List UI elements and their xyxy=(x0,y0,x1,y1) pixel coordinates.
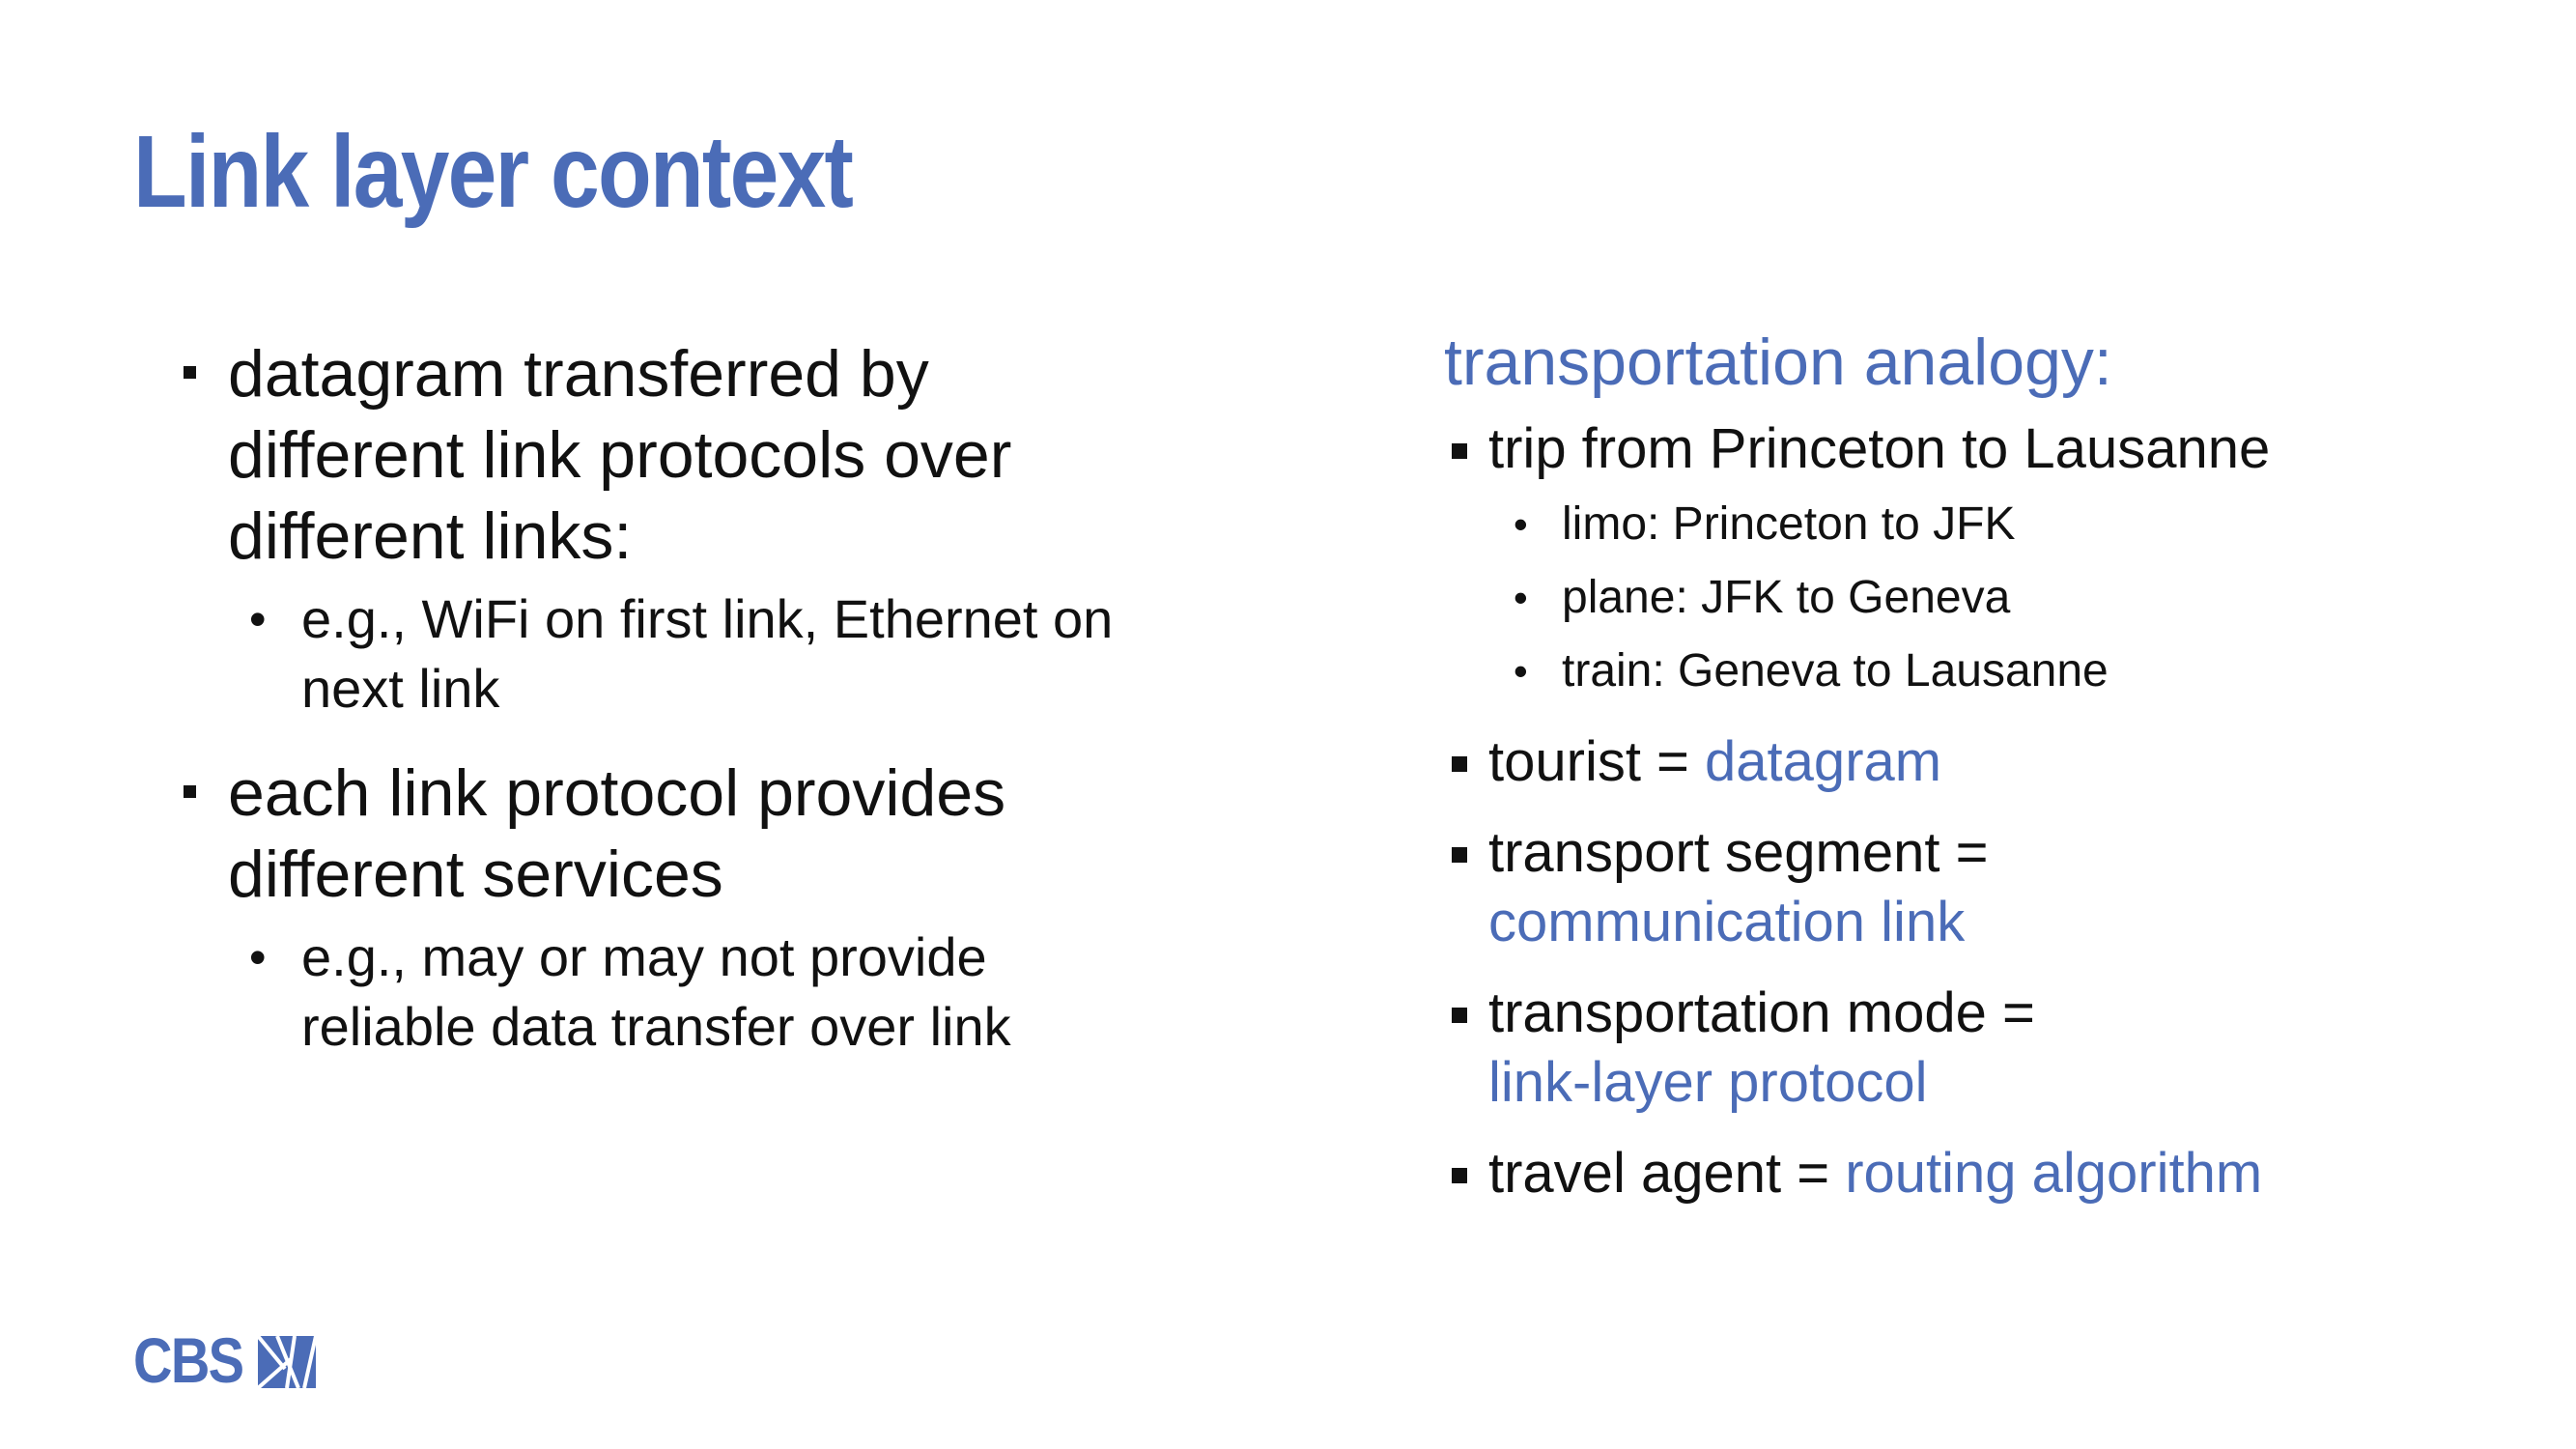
square-bullet-icon xyxy=(1452,1168,1467,1183)
leg-text: limo: Princeton to JFK xyxy=(1562,498,2016,550)
bullet-text: trip from Princeton to Lausanne xyxy=(1488,417,2271,480)
analogy-term: transport segment = xyxy=(1488,821,1989,884)
slide-title: Link layer context xyxy=(133,115,854,229)
bullet-tourist: tourist = datagram xyxy=(1444,727,2506,797)
sub-bullet-reliable-transfer: • e.g., may or may not provide reliable … xyxy=(184,923,1169,1062)
dot-bullet-icon: • xyxy=(249,930,267,984)
bullet-text: datagram transferred by different link p… xyxy=(228,337,1012,573)
bullet-text: each link protocol provides different se… xyxy=(228,756,1006,911)
sub-bullet-wifi-ethernet: • e.g., WiFi on first link, Ethernet on … xyxy=(184,584,1169,724)
leg-train: • train: Geneva to Lausanne xyxy=(1444,635,2506,708)
dot-bullet-icon: • xyxy=(1514,648,1528,694)
analogy-heading: transportation analogy: xyxy=(1444,326,2112,399)
square-bullet-icon xyxy=(1452,1008,1467,1023)
cbs-logo: CBS xyxy=(133,1324,319,1396)
left-column: datagram transferred by different link p… xyxy=(184,333,1169,1062)
analogy-value: communication link xyxy=(1488,891,1966,953)
bullet-datagram-transfer: datagram transferred by different link p… xyxy=(184,333,1169,577)
right-column: transportation analogy: trip from Prince… xyxy=(1444,324,2506,1230)
square-bullet-icon xyxy=(1452,756,1467,772)
leg-text: train: Geneva to Lausanne xyxy=(1562,645,2109,696)
bullet-link-services: each link protocol provides different se… xyxy=(184,753,1169,915)
dot-bullet-icon: • xyxy=(249,592,267,646)
bullet-transport-segment: transport segment = communication link xyxy=(1444,818,2506,957)
square-bullet-icon xyxy=(184,366,196,379)
analogy-value: datagram xyxy=(1705,730,1942,793)
analogy-value: link-layer protocol xyxy=(1488,1051,1928,1114)
leg-limo: • limo: Princeton to JFK xyxy=(1444,488,2506,561)
logo-text: CBS xyxy=(133,1324,244,1396)
analogy-term: travel agent = xyxy=(1488,1142,1846,1205)
analogy-term: tourist = xyxy=(1488,730,1706,793)
analogy-value: routing algorithm xyxy=(1845,1142,2263,1205)
bullet-trip: trip from Princeton to Lausanne xyxy=(1444,414,2506,484)
analogy-term: transportation mode = xyxy=(1488,981,2035,1044)
sub-bullet-text: e.g., WiFi on first link, Ethernet on ne… xyxy=(301,588,1114,719)
cbs-logo-icon xyxy=(256,1334,319,1390)
bullet-transport-mode: transportation mode = link-layer protoco… xyxy=(1444,979,2506,1118)
square-bullet-icon xyxy=(1452,443,1467,459)
dot-bullet-icon: • xyxy=(1514,501,1528,547)
bullet-travel-agent: travel agent = routing algorithm xyxy=(1444,1139,2506,1208)
square-bullet-icon xyxy=(1452,847,1467,863)
leg-text: plane: JFK to Geneva xyxy=(1562,572,2011,623)
dot-bullet-icon: • xyxy=(1514,575,1528,620)
sub-bullet-text: e.g., may or may not provide reliable da… xyxy=(301,926,1011,1057)
square-bullet-icon xyxy=(184,785,196,798)
leg-plane: • plane: JFK to Geneva xyxy=(1444,561,2506,635)
